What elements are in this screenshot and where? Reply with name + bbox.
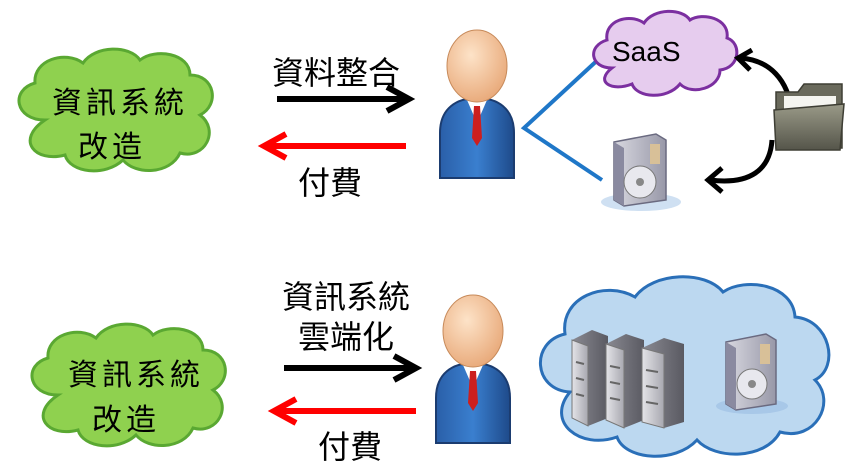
arrow-label-payment-top: 付費 (298, 164, 363, 202)
cloud-text-top-line1: 資訊系統 (52, 86, 188, 121)
arrow-label-data-integration: 資料整合 (272, 54, 401, 92)
arrow-left-top (257, 131, 406, 161)
cloud-text-top-line2: 改造 (78, 130, 146, 165)
connector-lines (520, 54, 604, 182)
green-cloud-top (17, 47, 214, 173)
cloud-text-bottom-line1: 資訊系統 (68, 358, 204, 393)
software-box-icon-bottom (716, 333, 788, 414)
cloud-text-bottom-line2: 改造 (92, 403, 160, 438)
saas-label: SaaS (612, 36, 681, 67)
arrow-label-cloudify-line2: 雲端化 (298, 318, 395, 356)
arrow-label-cloudify-line1: 資訊系統 (282, 278, 411, 316)
green-cloud-bottom (30, 322, 227, 448)
software-box-icon-top (601, 133, 681, 211)
curved-arrow-down (704, 139, 775, 194)
arrow-right-top (277, 84, 416, 114)
arrow-right-bottom (284, 353, 423, 383)
saas-cloud (592, 9, 739, 97)
person-icon-bottom (435, 294, 511, 444)
server-rack-icon (571, 330, 684, 429)
folder-icon (773, 83, 845, 151)
arrow-left-bottom (267, 396, 416, 426)
person-icon-top (439, 29, 515, 179)
arrow-label-payment-bottom: 付費 (318, 428, 383, 466)
